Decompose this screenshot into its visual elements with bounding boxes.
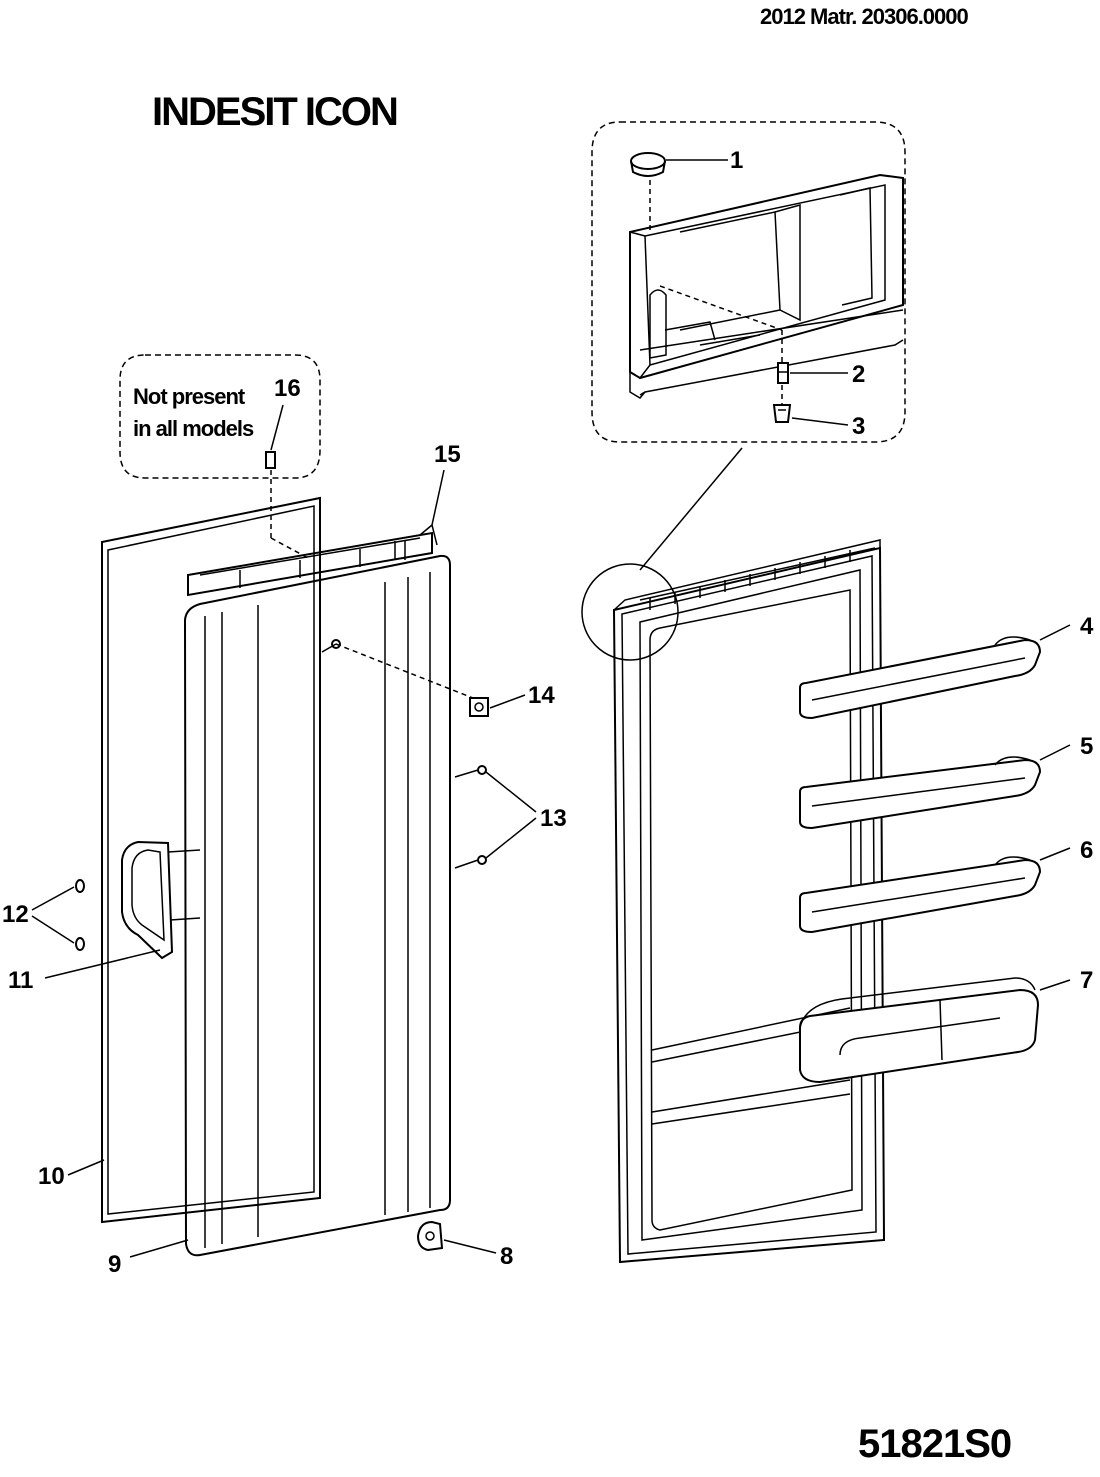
part-2-pin bbox=[777, 362, 789, 384]
callout-4: 4 bbox=[1080, 613, 1094, 640]
part-11-handle bbox=[121, 840, 201, 960]
part-8-lower-hinge bbox=[416, 1220, 444, 1252]
hinge-bracket bbox=[629, 173, 904, 399]
callout-10: 10 bbox=[38, 1163, 65, 1190]
callout-3: 3 bbox=[852, 413, 865, 440]
callout-9: 9 bbox=[108, 1251, 121, 1278]
part-13-screws bbox=[477, 765, 487, 865]
part-15-top-trim bbox=[187, 523, 438, 597]
part-4-shelf bbox=[799, 636, 1042, 720]
detail-leader bbox=[639, 447, 743, 571]
callout-12: 12 bbox=[2, 901, 29, 928]
callout-13: 13 bbox=[540, 805, 567, 832]
availability-note-line-2: in all models bbox=[133, 416, 254, 441]
detail-circle bbox=[581, 563, 679, 661]
availability-note-line-1: Not present bbox=[133, 384, 245, 409]
callout-16: 16 bbox=[274, 375, 301, 402]
part-5-shelf bbox=[799, 756, 1042, 830]
detail-inset bbox=[591, 121, 906, 443]
part-9-door-panel bbox=[183, 554, 451, 1257]
part-12-caps bbox=[75, 879, 85, 951]
callout-11: 11 bbox=[8, 967, 33, 994]
callout-15: 15 bbox=[434, 441, 461, 468]
callout-7: 7 bbox=[1080, 967, 1093, 994]
part-16-insert bbox=[265, 451, 276, 469]
detail-inset-frame bbox=[591, 121, 906, 443]
header-code: 2012 Matr. 20306.0000 bbox=[760, 4, 969, 29]
callout-6: 6 bbox=[1080, 837, 1093, 864]
note-frame bbox=[119, 354, 321, 479]
door-inner-liner bbox=[612, 539, 886, 1264]
part-6-shelf bbox=[799, 856, 1042, 934]
part-1-cap bbox=[630, 152, 666, 177]
callout-labels: 1 2 3 4 5 6 7 8 9 10 11 12 13 14 15 16 bbox=[2, 147, 1094, 1278]
part-14-bracket bbox=[469, 697, 489, 717]
footer-code: 51821S0 bbox=[858, 1422, 1012, 1466]
brand-title: INDESIT ICON bbox=[152, 90, 399, 134]
callout-2: 2 bbox=[852, 361, 865, 388]
callout-14: 14 bbox=[528, 682, 555, 709]
part-3-bushing bbox=[772, 404, 792, 423]
part-7-bottle-shelf bbox=[799, 977, 1040, 1084]
availability-note: Not present in all models bbox=[133, 381, 273, 445]
callout-1: 1 bbox=[730, 147, 743, 174]
callout-5: 5 bbox=[1080, 733, 1093, 760]
callout-8: 8 bbox=[500, 1243, 513, 1270]
part-10-gasket bbox=[101, 496, 321, 1224]
